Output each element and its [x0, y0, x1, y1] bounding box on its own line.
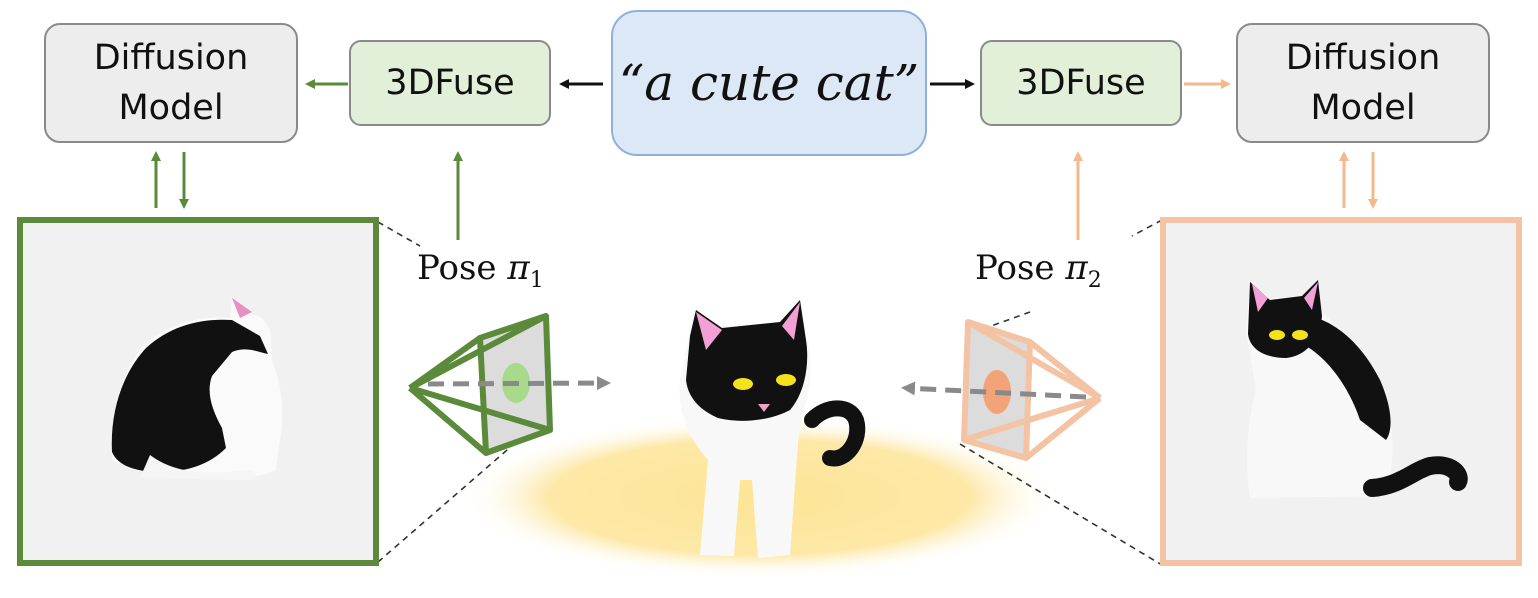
right-diffusion-line2: Model — [1310, 88, 1416, 128]
cat-image — [111, 298, 283, 480]
left-diffusion-line2: Model — [118, 88, 224, 128]
right-pose-symbol: π — [1065, 248, 1088, 288]
right-diffusion-line1: Diffusion — [1285, 38, 1441, 78]
right-pose-index: 2 — [1087, 267, 1102, 293]
camera-icon — [901, 319, 1102, 461]
camera-icon — [408, 313, 611, 456]
cat-image — [679, 300, 866, 558]
left-diffusion-model-box: Diffusion Model — [44, 23, 298, 143]
right-diffusion-model-box: Diffusion Model — [1236, 23, 1490, 143]
left-3dfuse-label: 3DFuse — [385, 63, 515, 103]
left-pose-label: Pose π1 — [417, 248, 544, 293]
right-3dfuse-box: 3DFuse — [980, 40, 1182, 126]
left-diffusion-line1: Diffusion — [93, 38, 249, 78]
left-pose-index: 1 — [529, 267, 544, 293]
prompt-text: “a cute cat” — [618, 54, 920, 112]
right-pose-label: Pose π2 — [975, 248, 1102, 293]
left-pose-symbol: π — [507, 248, 530, 288]
right-pose-prefix: Pose — [975, 248, 1066, 288]
left-pose-prefix: Pose — [417, 248, 508, 288]
right-3dfuse-label: 3DFuse — [1016, 63, 1146, 103]
cat-image — [1246, 280, 1468, 498]
left-3dfuse-box: 3DFuse — [349, 40, 551, 126]
prompt-box: “a cute cat” — [611, 10, 927, 156]
